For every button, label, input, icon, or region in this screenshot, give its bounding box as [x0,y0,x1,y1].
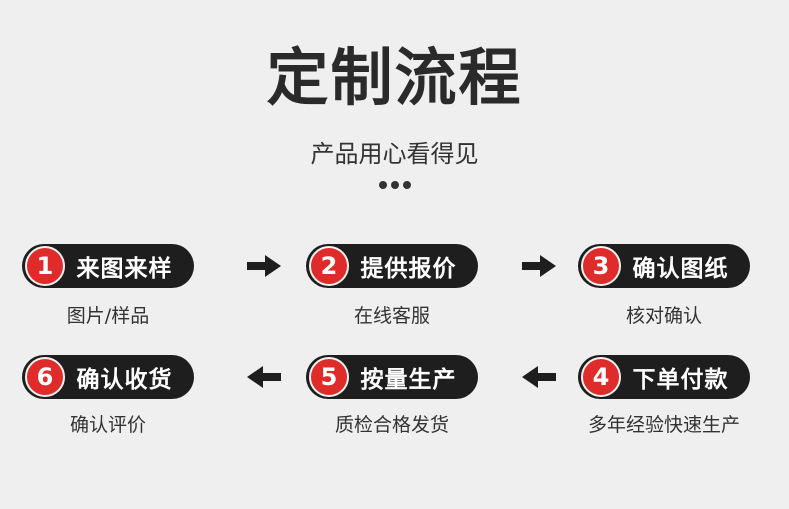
step-4-pill: 4 下单付款 [578,355,750,399]
arrow-left-icon [522,366,556,388]
step-5-badge: 5 [309,357,349,397]
step-4-label: 下单付款 [632,367,729,393]
step-3-badge: 3 [581,246,621,286]
arrow-right-icon [522,255,556,277]
step-1-label: 来图来样 [76,256,173,282]
arrow-right-icon [247,255,281,277]
step-4-caption: 多年经验快速生产 [587,414,740,436]
step-5-label: 按量生产 [360,367,457,393]
dots-divider [0,181,789,189]
step-6-caption: 确认评价 [69,414,146,436]
step-6-badge: 6 [25,357,65,397]
step-1-badge: 1 [25,246,65,286]
arrow-left-icon [247,366,281,388]
step-1-pill: 1 来图来样 [22,244,194,288]
step-5-caption: 质检合格发货 [334,414,449,436]
step-3-label: 确认图纸 [632,256,729,282]
step-3-caption: 核对确认 [625,305,702,327]
page-subtitle: 产品用心看得见 [310,140,479,168]
step-6-pill: 6 确认收货 [22,355,194,399]
step-2-caption: 在线客服 [353,305,430,327]
step-2-pill: 2 提供报价 [306,244,478,288]
page-title: 定制流程 [266,41,523,114]
step-2-label: 提供报价 [360,256,457,282]
step-6-label: 确认收货 [76,367,173,393]
step-5-pill: 5 按量生产 [306,355,478,399]
step-3-pill: 3 确认图纸 [578,244,750,288]
step-2-badge: 2 [309,246,349,286]
step-1-caption: 图片/样品 [66,305,150,327]
step-4-badge: 4 [581,357,621,397]
